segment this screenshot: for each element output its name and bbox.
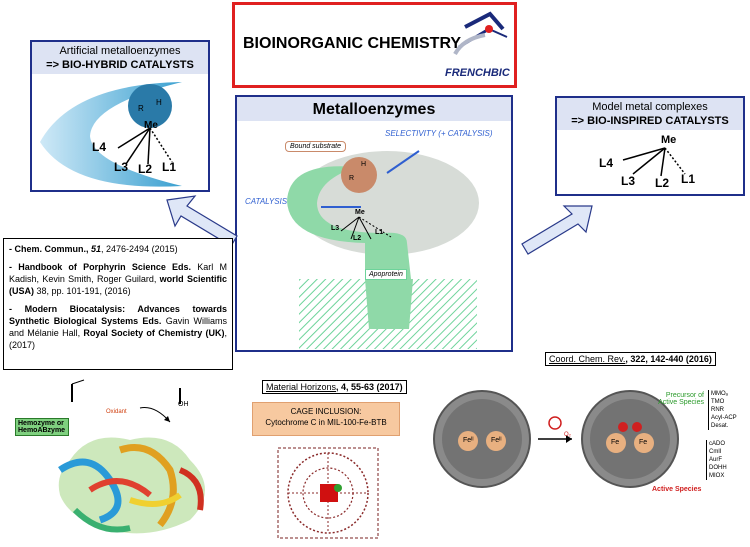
- active-item: cADO: [709, 441, 726, 447]
- right-ligand-l3: L3: [621, 174, 636, 188]
- metalloenzymes-title: Metalloenzymes: [312, 101, 436, 118]
- center-ligand-l3: L3: [331, 225, 340, 232]
- model-complexes-box: Model metal complexes => BIO-INSPIRED CA…: [555, 96, 745, 196]
- coord-chem-rev-citation: Coord. Chem. Rev., 322, 142-440 (2016): [545, 352, 716, 366]
- right-metal-label: Me: [661, 134, 677, 146]
- center-ligand-l2: L2: [353, 235, 362, 242]
- metalloenzymes-box: Metalloenzymes Bound substrate SELECTIVI…: [235, 95, 513, 352]
- left-metal-label: Me: [144, 120, 158, 131]
- reference-chem-commun: - Chem. Commun., 51, 2476-2494 (2015): [9, 244, 178, 254]
- right-ligand-l4: L4: [599, 156, 614, 170]
- active-item: CmlI: [709, 449, 722, 455]
- left-ligand-l1: L1: [162, 160, 177, 174]
- right-ligand-l1: L1: [681, 172, 696, 186]
- precursor-item: MMOₐ: [711, 391, 728, 397]
- apoprotein-label: Apoprotein: [365, 269, 407, 280]
- hemozyme-protein-image: [58, 407, 205, 534]
- cage-inclusion-line1: CAGE INCLUSION:: [290, 407, 362, 416]
- center-substrate-h: H: [361, 161, 367, 168]
- frenchbic-logo: [453, 11, 508, 56]
- o2-label: O₂: [564, 432, 571, 438]
- right-box-line1: Model metal complexes: [592, 101, 708, 113]
- active-list: cADO CmlI AurF DOHH MIOX: [706, 440, 727, 480]
- model-complex-drawing: [622, 147, 686, 177]
- artificial-metalloenzymes-box: Artificial metalloenzymes => BIO-HYBRID …: [30, 40, 210, 192]
- active-item: AurF: [709, 457, 723, 463]
- left-box-line2: => BIO-HYBRID CATALYSTS: [46, 59, 194, 71]
- right-ligand-l2: L2: [655, 176, 670, 190]
- main-title: BIOINORGANIC CHEMISTRY: [243, 35, 462, 52]
- left-ligand-l3: L3: [114, 160, 129, 174]
- fe-left-2: Feᴵᴵ: [491, 437, 502, 444]
- left-ligand-l4: L4: [92, 140, 107, 154]
- left-substrate-h: H: [156, 98, 162, 107]
- cage-inclusion-box: CAGE INCLUSION: Cytochrome C in MIL-100-…: [252, 402, 400, 436]
- center-metal-label: Me: [355, 209, 365, 216]
- precursor-label: Precursor of Active Species: [658, 392, 704, 406]
- fe-right-1: Fe: [611, 439, 620, 446]
- center-ligand-l1: L1: [375, 229, 384, 236]
- arrow-to-right-box: [521, 205, 593, 255]
- references-box: - Chem. Commun., 51, 2476-2494 (2015) - …: [3, 238, 233, 370]
- catalysis-label: CATALYSIS: [245, 197, 288, 206]
- mof-cage-structure-image: [277, 447, 379, 539]
- oh-label: OH: [178, 401, 189, 408]
- reference-porphyrin-handbook: - Handbook of Porphyrin Science Eds. Kar…: [9, 262, 227, 296]
- cage-inclusion-line2: Cytochrome C in MIL-100-Fe-BTB: [265, 418, 387, 427]
- oxidant-label: Oxidant: [106, 409, 127, 415]
- center-substrate-r: R: [349, 175, 355, 182]
- hemozyme-label: Hemozyme or HemoABzyme: [15, 418, 69, 436]
- left-substrate-r: R: [138, 104, 144, 113]
- precursor-list: MMOₐ TMO RNR Acyl-ACP Desat.: [708, 390, 750, 430]
- reference-modern-biocatalysis: - Modern Biocatalysis: Advances towards …: [9, 304, 228, 350]
- fe-right-2: Fe: [639, 439, 648, 446]
- frenchbic-logo-text: FRENCHBIC: [445, 67, 510, 79]
- selectivity-label: SELECTIVITY (+ CATALYSIS): [385, 129, 493, 138]
- precursor-item: TMO: [711, 399, 725, 405]
- precursor-item: RNR: [711, 407, 724, 413]
- material-horizons-citation: Material Horizons, 4, 55-63 (2017): [262, 380, 407, 394]
- active-item: DOHH: [709, 465, 727, 471]
- metalloenzyme-diagram: [287, 150, 479, 349]
- arrow-to-left-box: [166, 195, 238, 247]
- fe-left-1: Feᴵᴵ: [463, 437, 474, 444]
- bound-substrate-label: Bound substrate: [285, 141, 346, 152]
- crescent-protein-diagram: [40, 82, 182, 187]
- right-box-line2: => BIO-INSPIRED CATALYSTS: [571, 115, 729, 127]
- substrate-molecule-icon: [71, 379, 181, 404]
- active-species-label: Active Species: [652, 486, 702, 493]
- fe-species-diagram: [433, 390, 679, 488]
- title-box: BIOINORGANIC CHEMISTRY FRENCHBIC: [232, 2, 517, 88]
- active-item: MIOX: [709, 473, 725, 479]
- left-ligand-l2: L2: [138, 162, 153, 176]
- left-box-line1: Artificial metalloenzymes: [59, 45, 181, 57]
- precursor-item: Acyl-ACP Desat.: [711, 415, 737, 429]
